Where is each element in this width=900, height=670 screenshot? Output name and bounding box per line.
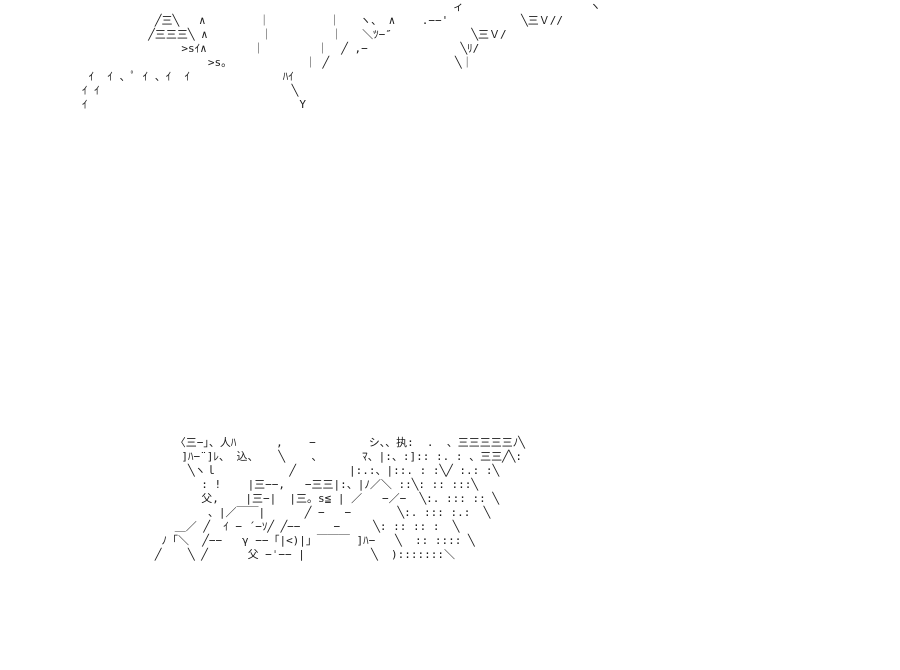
ascii-art-top-fragment: ィ ヽ ╱三╲ ∧ ｜ ｜ ヽ、 ∧ .−−' ╲三Ｖ// ╱三三三╲ ∧ ｜ … bbox=[82, 0, 601, 111]
ascii-art-bottom-fragment: 〈三−」、人ﾊ , − シ、、执: . 、三三三三三ﾉ╲ ]ﾊ−¨]ﾚ、 込、 … bbox=[154, 436, 525, 561]
